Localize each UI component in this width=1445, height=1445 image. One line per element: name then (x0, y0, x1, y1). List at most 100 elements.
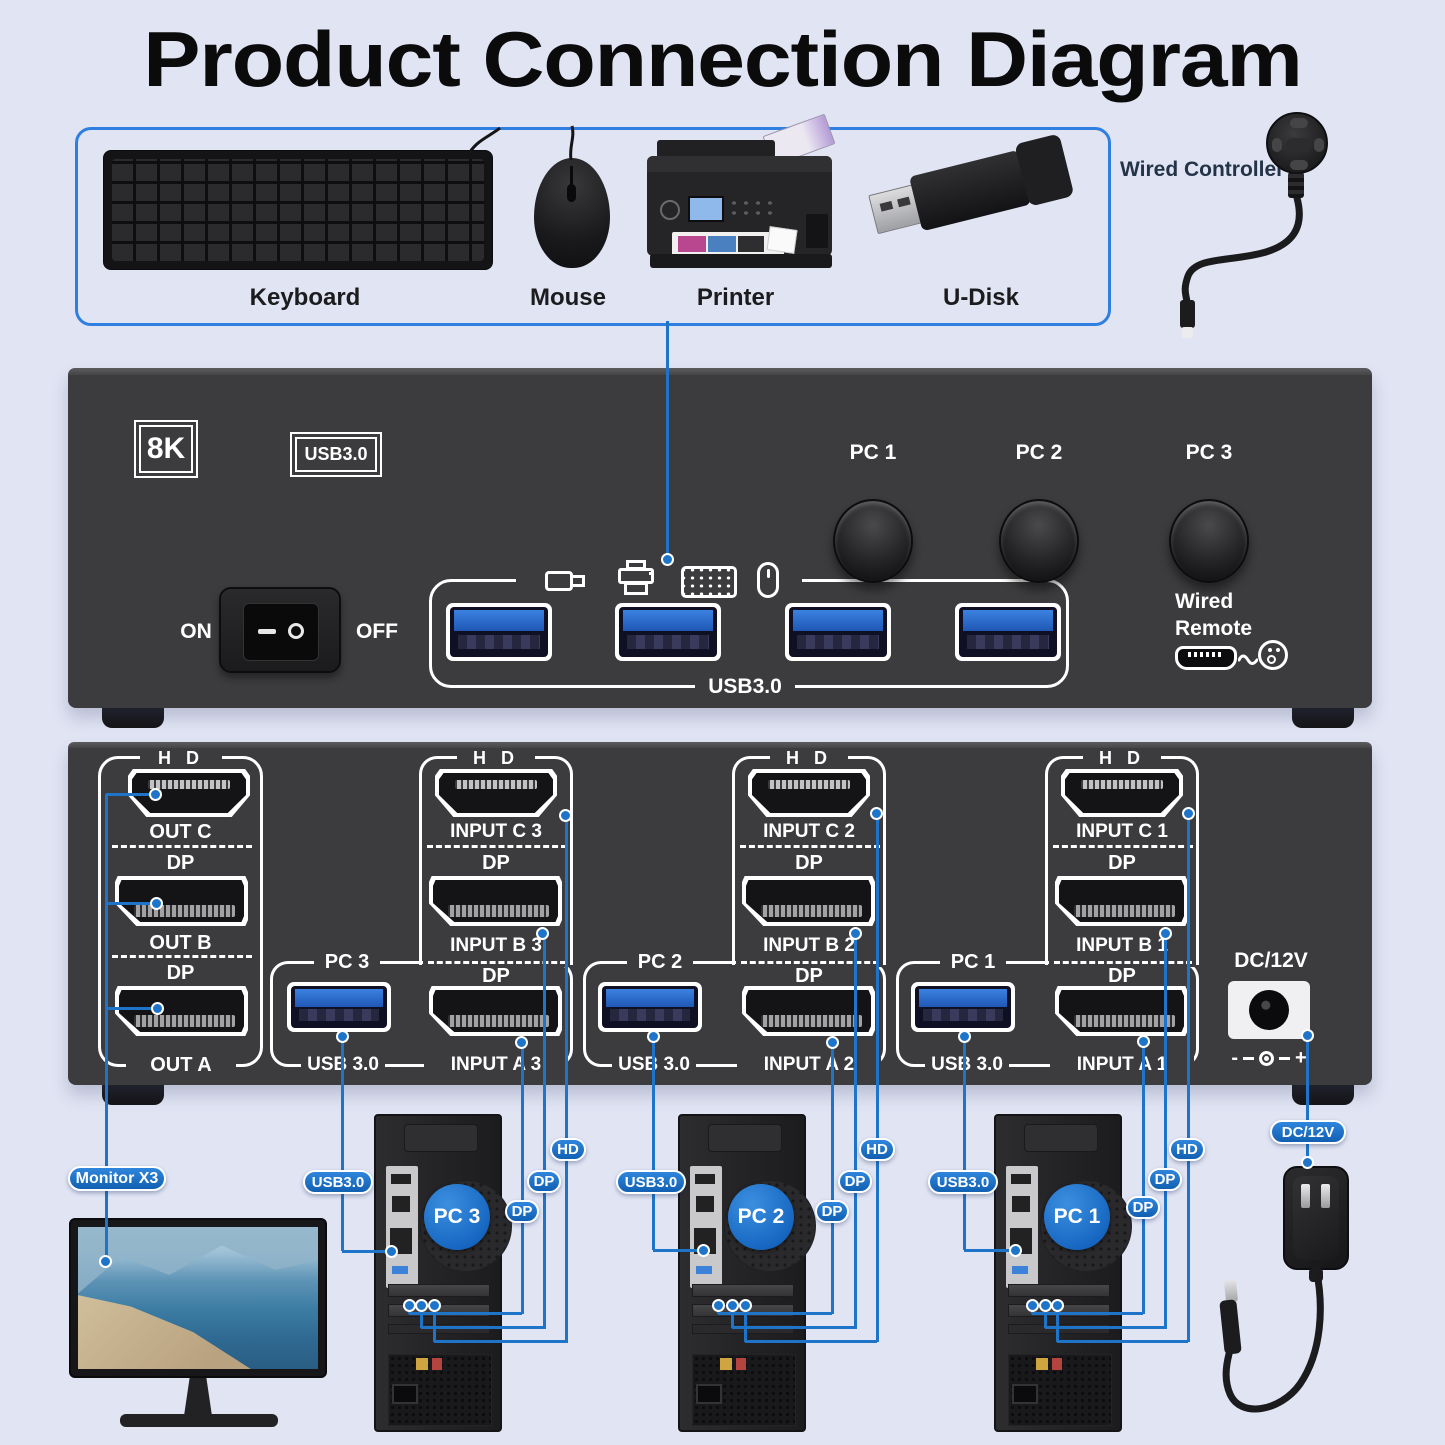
input-b3-label: INPUT B 3 (450, 935, 542, 957)
connection-line (1045, 1325, 1165, 1329)
pc3-disc: PC 3 (424, 1184, 490, 1250)
connection-dot (402, 1298, 416, 1312)
dp-input-b1-port (1055, 876, 1188, 926)
pc1-group-label: PC 1 (940, 951, 1006, 973)
pc2-dp-pill-2: DP (815, 1200, 849, 1223)
connection-dot (646, 1029, 660, 1043)
pc1-tower: PC 1 (994, 1114, 1132, 1432)
hdmi-input-c1-port (1061, 769, 1183, 817)
badge-usb3: USB3.0 (290, 432, 382, 477)
keyboard-image (103, 150, 493, 270)
pc1-usb-label: USB 3.0 (925, 1054, 1009, 1076)
pc1-dp-a-label: DP (1108, 964, 1136, 987)
adapter-strain-relief (1309, 1268, 1323, 1282)
pc2-disc: PC 2 (728, 1184, 794, 1250)
connection-line (104, 794, 108, 1261)
pc2-button-label: PC 2 (1015, 440, 1063, 464)
divider (741, 961, 879, 964)
connection-line (520, 1042, 524, 1314)
printer-label: Printer (696, 284, 775, 311)
connection-line (875, 813, 879, 1342)
usb-plug-icon (545, 568, 589, 594)
panel-bevel (68, 368, 1372, 375)
connection-line (106, 901, 156, 905)
connection-dot (696, 1243, 710, 1257)
wired-controller-label: Wired Controller (1120, 158, 1285, 181)
pc2-group-label: PC 2 (627, 951, 693, 973)
pc1-dp-pill-2: DP (1126, 1196, 1160, 1219)
connection-line (1032, 1311, 1143, 1315)
front-usb-port-2 (615, 603, 721, 661)
polarity-symbol: - + (1228, 1046, 1310, 1070)
connection-dot (335, 1029, 349, 1043)
connection-line (745, 1339, 877, 1343)
connection-line (743, 1305, 747, 1342)
pc2-usb-port (598, 982, 702, 1032)
connection-dot (738, 1298, 752, 1312)
dp-input-b3-port (429, 876, 562, 926)
hdmi-input-c2-port (748, 769, 870, 817)
wired-remote-line2: Remote (1175, 617, 1253, 640)
input-a2-label: INPUT A 2 (737, 1054, 881, 1076)
connection-dot (414, 1298, 428, 1312)
connection-line (1043, 1305, 1047, 1328)
pc1-select-button (833, 499, 913, 583)
connection-line (962, 1036, 966, 1250)
printer-icon (618, 560, 656, 598)
connection-dot (1136, 1034, 1150, 1048)
pc1-usb-pill: USB3.0 (928, 1170, 998, 1194)
wired-controller-image (1266, 112, 1328, 174)
badge-8k: 8K (134, 420, 198, 478)
panel-bevel (68, 742, 1372, 748)
barrel-plug-body (1219, 1299, 1242, 1355)
remote-icon (1258, 640, 1288, 670)
pc2-select-button (999, 499, 1079, 583)
input-a3-label: INPUT A 3 (424, 1054, 568, 1076)
printer-image (640, 113, 840, 270)
pc2-hd-label: H D (770, 748, 848, 768)
connection-line (421, 1325, 544, 1329)
connection-dot (825, 1035, 839, 1049)
polarity-plus: + (1294, 1046, 1307, 1069)
divider (428, 961, 566, 964)
dp-input-a3-port (429, 986, 562, 1036)
pc3-button-label: PC 3 (1185, 440, 1233, 464)
pc1-disc: PC 1 (1044, 1184, 1110, 1250)
out-b-label: OUT B (149, 931, 212, 954)
connection-line (653, 1248, 703, 1252)
connection-line (542, 933, 546, 1329)
polarity-minus: - (1231, 1046, 1238, 1069)
divider (1054, 961, 1192, 964)
connection-dot (725, 1298, 739, 1312)
dp-input-a2-port (742, 986, 875, 1036)
connection-line (1057, 1339, 1188, 1343)
pc2-input-outline-bottom (583, 961, 886, 1067)
connection-line (718, 1311, 832, 1315)
connection-line (564, 815, 568, 1343)
connection-dot (1050, 1298, 1064, 1312)
connection-line (730, 1305, 734, 1328)
connection-line (1055, 1305, 1059, 1342)
out-a-label: OUT A (126, 1054, 236, 1076)
input-c1-label: INPUT C 1 (1076, 821, 1168, 843)
power-adapter-image (1283, 1166, 1349, 1270)
front-usb-port-1 (446, 603, 552, 661)
connection-dot (558, 808, 572, 822)
dc-jack (1228, 981, 1310, 1039)
connection-dot (1300, 1028, 1314, 1042)
badge-8k-text: 8K (139, 425, 193, 473)
connection-line (830, 1042, 834, 1314)
peripherals-box (75, 127, 1111, 326)
pc1-dp-pill-1: DP (1148, 1168, 1182, 1191)
connection-dot (1008, 1243, 1022, 1257)
dp-out-a-port (115, 986, 248, 1036)
adapter-prong (1301, 1184, 1310, 1208)
out-b-dp-label: DP (166, 851, 195, 874)
connection-line (419, 1305, 423, 1328)
pc3-usb-port (287, 982, 391, 1032)
front-usb-port-3 (785, 603, 891, 661)
connection-dot (98, 1254, 112, 1268)
pc3-tower: PC 3 (374, 1114, 512, 1432)
connection-line (342, 1249, 391, 1253)
pc3-dp-pill-2: DP (505, 1200, 539, 1223)
